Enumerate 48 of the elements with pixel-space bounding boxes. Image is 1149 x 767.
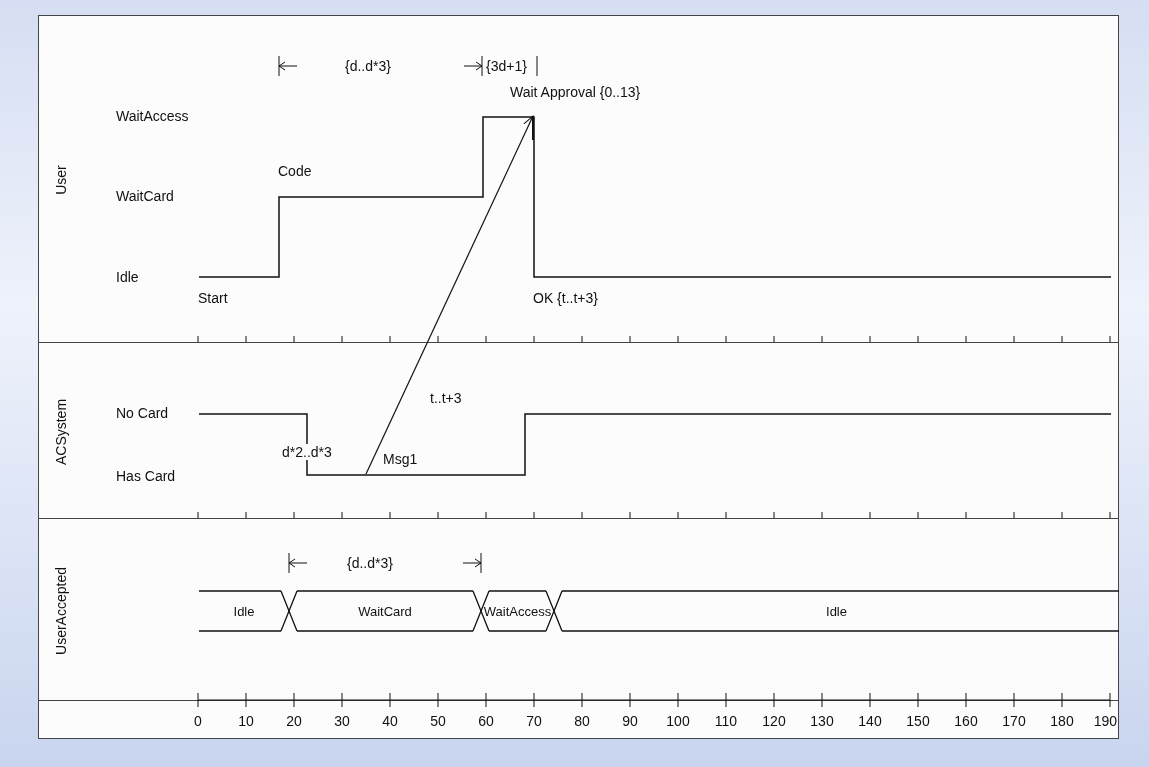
state-segment: WaitCard bbox=[289, 591, 481, 631]
message-name: Code bbox=[278, 163, 312, 179]
swimlane bbox=[38, 342, 1119, 519]
state-label: WaitCard bbox=[116, 188, 174, 204]
message-label: Msg1 bbox=[383, 451, 418, 467]
tick-label: 60 bbox=[478, 713, 494, 729]
timing-constraint: Wait Approval {0..13} bbox=[510, 84, 641, 100]
tick-label: 70 bbox=[526, 713, 542, 729]
lane-title: ACSystem bbox=[53, 398, 69, 465]
lane-title: User bbox=[53, 165, 69, 195]
state-segment: WaitAccess bbox=[481, 591, 554, 631]
tick-label: 150 bbox=[906, 713, 930, 729]
state-label: No Card bbox=[116, 405, 169, 421]
tick-label: 100 bbox=[666, 713, 690, 729]
tick-label: 30 bbox=[334, 713, 350, 729]
tick-label: 50 bbox=[430, 713, 446, 729]
state-label: Has Card bbox=[116, 468, 176, 484]
message-arrow bbox=[365, 115, 534, 475]
tick-label: 170 bbox=[1002, 713, 1026, 729]
lane-title: UserAccepted bbox=[53, 566, 69, 655]
tick-label: 160 bbox=[954, 713, 978, 729]
tick-label: 0 bbox=[194, 713, 202, 729]
timing-waveform bbox=[199, 117, 1111, 277]
state-segment: Idle bbox=[199, 591, 289, 631]
tick-label: 80 bbox=[574, 713, 590, 729]
tick-label: 10 bbox=[238, 713, 254, 729]
timing-constraint: d*2..d*3 bbox=[282, 444, 332, 460]
tick-label: 90 bbox=[622, 713, 638, 729]
tick-label: 20 bbox=[286, 713, 302, 729]
tick-label: 110 bbox=[714, 713, 738, 729]
tick-label: 140 bbox=[858, 713, 882, 729]
event-label: Start bbox=[198, 290, 228, 306]
event-label: OK {t..t+3} bbox=[533, 290, 598, 306]
timing-constraint: t..t+3 bbox=[430, 390, 462, 406]
tick-label: 180 bbox=[1050, 713, 1074, 729]
state-label: WaitAccess bbox=[116, 108, 189, 124]
tick-label: 190 bbox=[1093, 713, 1117, 729]
tick-label: 40 bbox=[382, 713, 398, 729]
state-segment: Idle bbox=[554, 591, 1119, 631]
tick-label: 130 bbox=[810, 713, 834, 729]
state-label: Idle bbox=[116, 269, 139, 285]
timing-constraint: {d..d*3} bbox=[345, 58, 391, 74]
timing-constraint: {3d+1} bbox=[486, 58, 527, 74]
tick-label: 120 bbox=[762, 713, 786, 729]
timing-constraint: {d..d*3} bbox=[347, 555, 393, 571]
swimlane bbox=[38, 15, 1119, 343]
timing-waveform bbox=[199, 414, 1111, 475]
swimlane bbox=[38, 518, 1119, 701]
